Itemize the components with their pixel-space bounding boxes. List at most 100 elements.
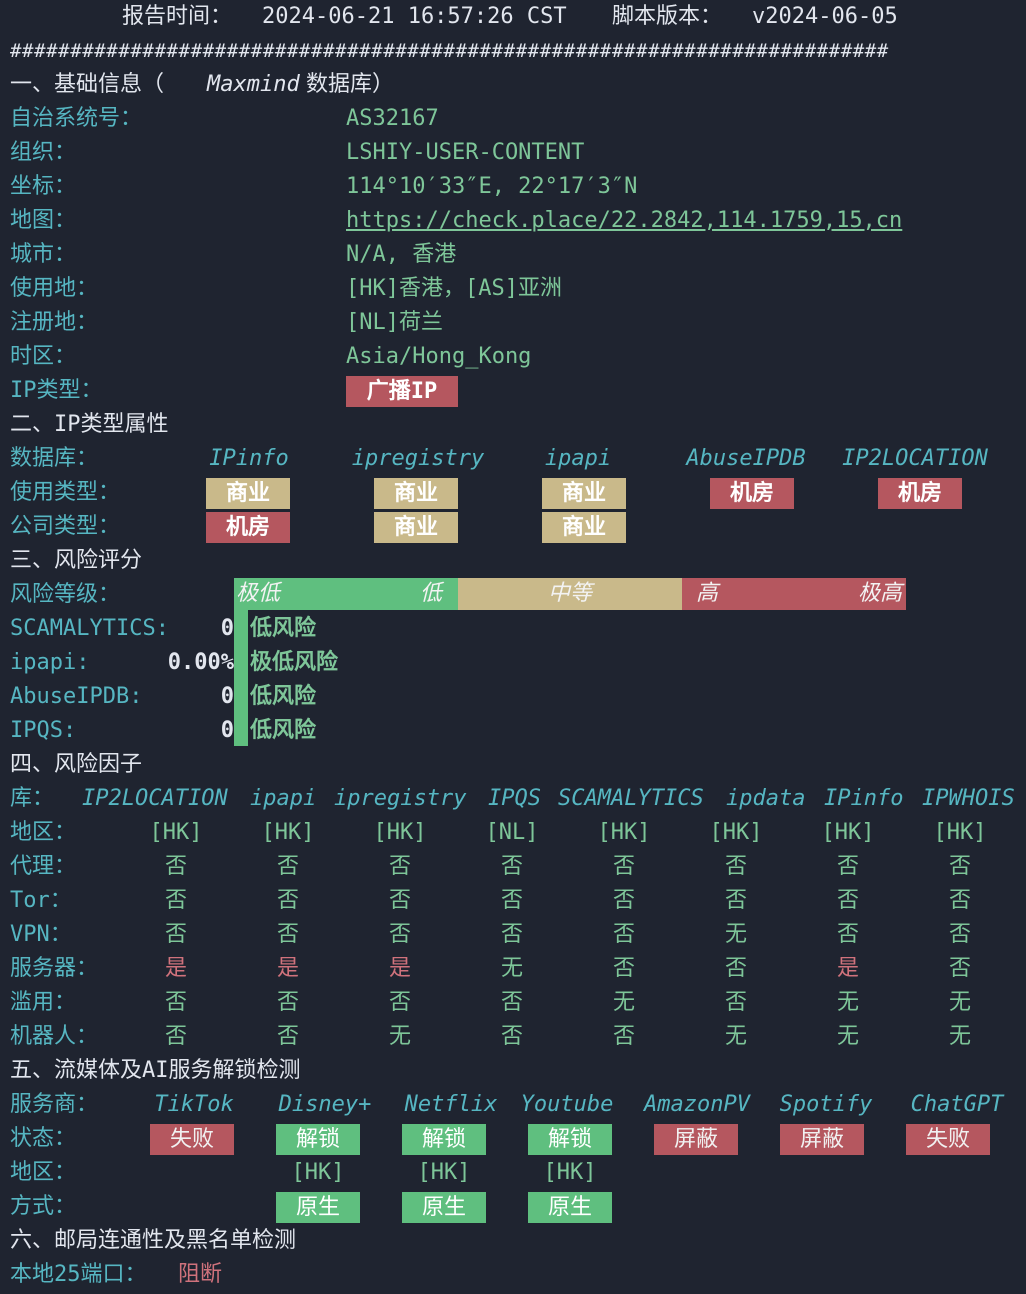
factor-row-label: 滥用： bbox=[10, 990, 77, 1015]
factor-cell: 无 bbox=[500, 956, 523, 981]
factor-cell: 否 bbox=[948, 888, 971, 913]
factor-cell: 否 bbox=[164, 888, 187, 913]
factor-lib-row: 库： IP2LOCATION ipapi ipregistry IPQS SCA… bbox=[0, 782, 1026, 816]
status-disney: 解锁 bbox=[276, 1124, 360, 1155]
company-type-ipregistry: 商业 bbox=[374, 512, 458, 543]
status-amazonpv: 屏蔽 bbox=[654, 1124, 738, 1155]
usage-location-value: [HK]香港，[AS]亚洲 bbox=[346, 276, 562, 301]
lib-ipinfo: IPinfo bbox=[824, 786, 904, 811]
report-header: 报告时间： 2024-06-21 16:57:26 CST 脚本版本： v202… bbox=[0, 0, 1026, 34]
unlock-method-row: 方式： 原生 原生 原生 bbox=[0, 1190, 1026, 1224]
method-disney: 原生 bbox=[276, 1192, 360, 1223]
factor-row: VPN：否否否否否无否否 bbox=[0, 918, 1026, 952]
factor-cell: 否 bbox=[724, 854, 747, 879]
risk-level-medium: 中等 bbox=[547, 581, 592, 606]
method-youtube: 原生 bbox=[528, 1192, 612, 1223]
factor-row-label: VPN： bbox=[10, 922, 72, 947]
usage-type-row: 使用类型： 商业 商业 商业 机房 机房 bbox=[0, 476, 1026, 510]
factor-cell: 否 bbox=[612, 956, 635, 981]
factor-row: 服务器：是是是无否否是否 bbox=[0, 952, 1026, 986]
unlock-status-label: 状态： bbox=[10, 1126, 77, 1151]
factor-row: 地区：[HK][HK][HK][NL][HK][HK][HK][HK] bbox=[0, 816, 1026, 850]
unlock-region-row: 地区： [HK] [HK] [HK] bbox=[0, 1156, 1026, 1190]
factor-cell: 无 bbox=[836, 990, 859, 1015]
factor-cell: 否 bbox=[276, 1024, 299, 1049]
section-title-db: Maxmind bbox=[207, 72, 300, 97]
factor-row: 代理：否否否否否否否否 bbox=[0, 850, 1026, 884]
factor-cell: 否 bbox=[276, 990, 299, 1015]
usage-location-label: 使用地： bbox=[10, 276, 99, 301]
lib-ip2location: IP2LOCATION bbox=[82, 786, 228, 811]
factor-cell: 否 bbox=[948, 854, 971, 879]
factor-cell: [NL] bbox=[485, 820, 539, 845]
factor-cell: 否 bbox=[724, 888, 747, 913]
city-label: 城市： bbox=[10, 242, 77, 267]
asn-label: 自治系统号： bbox=[10, 106, 143, 131]
script-version-value: v2024-06-05 bbox=[752, 4, 898, 29]
coord-value: 114°10′33″E, 22°17′3″N bbox=[346, 174, 638, 199]
status-youtube: 解锁 bbox=[528, 1124, 612, 1155]
lib-ipwhois: IPWHOIS bbox=[922, 786, 1015, 811]
factor-cell: [HK] bbox=[261, 820, 315, 845]
map-link[interactable]: https://check.place/22.2842,114.1759,15,… bbox=[346, 208, 903, 233]
ip-type-badge: 广播IP bbox=[346, 376, 458, 407]
org-row: 组织： LSHIY-USER-CONTENT bbox=[0, 136, 1026, 170]
timezone-row: 时区： Asia/Hong_Kong bbox=[0, 340, 1026, 374]
service-youtube: Youtube bbox=[520, 1092, 614, 1117]
usage-type-label: 使用类型： bbox=[10, 480, 121, 505]
factor-row: 机器人：否否无否否无无无 bbox=[0, 1020, 1026, 1054]
db-abuseipdb: AbuseIPDB bbox=[686, 446, 806, 471]
score-value: 0 bbox=[220, 684, 234, 709]
map-label: 地图： bbox=[10, 208, 77, 233]
service-amazonpv: AmazonPV bbox=[644, 1092, 750, 1117]
score-row-abuseipdb: AbuseIPDB: 0 低风险 bbox=[0, 680, 1026, 714]
method-netflix: 原生 bbox=[402, 1192, 486, 1223]
factor-cell: 否 bbox=[948, 922, 971, 947]
factor-cell: [HK] bbox=[597, 820, 651, 845]
service-disney: Disney+ bbox=[278, 1092, 372, 1117]
ip-type-row: IP类型： 广播IP bbox=[0, 374, 1026, 408]
service-row: 服务商： TikTok Disney+ Netflix Youtube Amaz… bbox=[0, 1088, 1026, 1122]
factor-cell: 是 bbox=[164, 956, 187, 981]
score-value: 0.00% bbox=[167, 650, 234, 675]
factor-cell: 否 bbox=[612, 854, 635, 879]
db-label: 数据库： bbox=[10, 446, 99, 471]
timezone-label: 时区： bbox=[10, 344, 77, 369]
ip-type-label: IP类型： bbox=[10, 378, 103, 403]
factor-cell: 无 bbox=[724, 1024, 747, 1049]
section-title-text: 一、基础信息（ bbox=[10, 72, 165, 97]
factor-cell: 无 bbox=[612, 990, 635, 1015]
asn-row: 自治系统号： AS32167 bbox=[0, 102, 1026, 136]
coord-label: 坐标： bbox=[10, 174, 77, 199]
risk-level-row: 风险等级： 极低 低 中等 高 极高 bbox=[0, 578, 1026, 612]
factor-cell: 否 bbox=[500, 922, 523, 947]
factor-cell: 否 bbox=[388, 888, 411, 913]
score-row-scamalytics: SCAMALYTICS: 0 低风险 bbox=[0, 612, 1026, 646]
region-netflix: [HK] bbox=[417, 1160, 471, 1185]
registration-label: 注册地： bbox=[10, 310, 99, 335]
factor-cell: 无 bbox=[948, 1024, 971, 1049]
factor-cell: [HK] bbox=[709, 820, 763, 845]
section-title-tail: 数据库） bbox=[306, 72, 395, 97]
section-factor-title: 四、风险因子 bbox=[0, 748, 1026, 782]
org-value: LSHIY-USER-CONTENT bbox=[346, 140, 585, 165]
factor-cell: 否 bbox=[164, 990, 187, 1015]
risk-bar-medium: 中等 bbox=[458, 578, 682, 610]
factor-cell: [HK] bbox=[373, 820, 427, 845]
factor-cell: 否 bbox=[612, 1024, 635, 1049]
usage-type-ipapi: 商业 bbox=[542, 478, 626, 509]
factor-row: 滥用：否否否否无否无无 bbox=[0, 986, 1026, 1020]
factor-cell: 否 bbox=[836, 854, 859, 879]
unlock-method-label: 方式： bbox=[10, 1194, 77, 1219]
factor-cell: 否 bbox=[276, 888, 299, 913]
asn-value: AS32167 bbox=[346, 106, 439, 131]
factor-cell: 是 bbox=[388, 956, 411, 981]
section-iptype-title: 二、IP类型属性 bbox=[0, 408, 1026, 442]
status-netflix: 解锁 bbox=[402, 1124, 486, 1155]
company-type-ipapi: 商业 bbox=[542, 512, 626, 543]
score-row-ipqs: IPQS: 0 低风险 bbox=[0, 714, 1026, 748]
factor-cell: 否 bbox=[164, 854, 187, 879]
unlock-region-label: 地区： bbox=[10, 1160, 77, 1185]
unlock-status-row: 状态： 失败 解锁 解锁 解锁 屏蔽 屏蔽 失败 bbox=[0, 1122, 1026, 1156]
score-value: 0 bbox=[220, 718, 234, 743]
